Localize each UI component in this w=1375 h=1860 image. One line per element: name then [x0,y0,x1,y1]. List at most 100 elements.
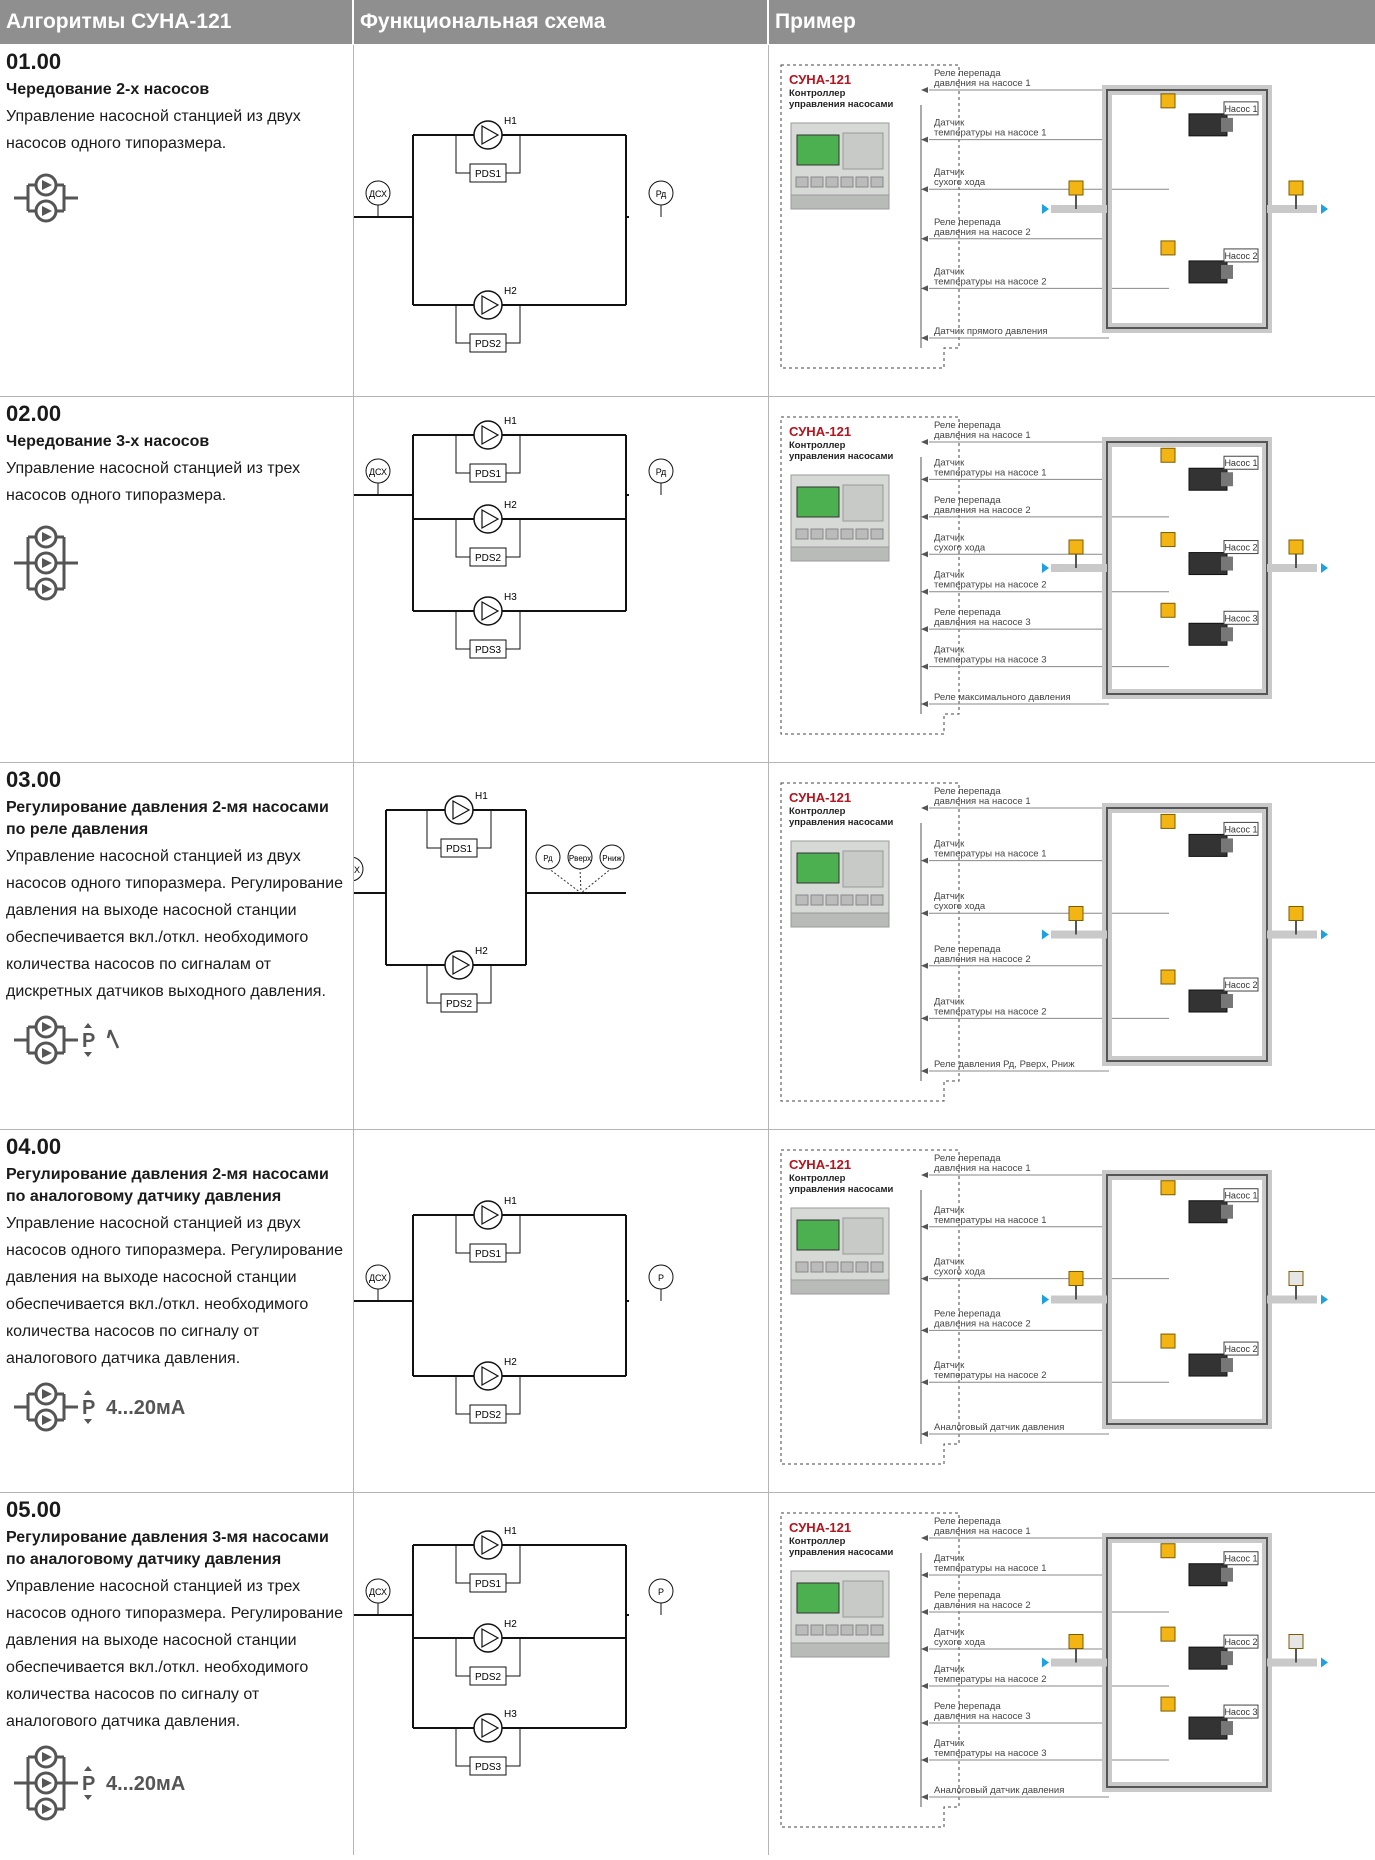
signal-label: Реле перепада [934,420,1001,431]
differential-relay-icon [1160,1696,1176,1712]
flow-arrow-icon [1321,1294,1328,1305]
pump-tag-label: Насос 3 [1224,613,1257,623]
pds-connection [506,435,521,474]
signal-label: давления на насосе 1 [934,796,1031,807]
terminal-block [795,894,809,906]
pump-triangle-icon [42,1778,52,1788]
pump-head-icon [1221,556,1233,571]
controller-display [796,1582,840,1614]
pressure-relay-icon [535,844,561,870]
pump-triangle-icon [42,1022,52,1032]
algorithm-code: 01.00 [6,49,62,74]
controller-panel [842,1217,884,1255]
signal-arrow-icon [921,588,928,595]
pds-connection [455,305,470,344]
pump-triangle-icon [481,1365,500,1387]
table-row: 01.00 Чередование 2-х насосов Управление… [0,45,1375,397]
header-functional-scheme: Функциональная схема [354,0,767,44]
differential-relay-icon [1160,93,1176,109]
controller-display [796,852,840,884]
terminal-block [855,528,869,540]
terminal-block [810,1261,824,1273]
pressure-sensor-icon [648,180,674,206]
signal-label: сухого хода [934,177,986,188]
pump-triangle-icon [481,1204,500,1226]
controller-base [790,1642,890,1658]
pump-triangle-icon [42,1048,52,1058]
signal-label: температуры на насосе 2 [934,580,1047,591]
flow-arrow-icon [344,1611,356,1619]
signal-arrow-icon [921,626,928,633]
differential-relay-icon [1160,447,1176,463]
controller-display [796,486,840,518]
signal-label: Датчик [934,1627,965,1638]
flow-arrow-icon [1042,563,1049,573]
pds-label: PDS1 [475,169,502,180]
signal-arrow-icon [921,1172,928,1178]
pressure-relay-label: Рверх [569,854,591,863]
signal-arrow-icon [921,513,928,520]
signal-arrow-icon [921,1431,928,1437]
pds-box [469,163,507,183]
pump-triangle-icon [42,1752,52,1762]
pds-connection [506,1638,521,1677]
signal-arrow-icon [921,235,928,242]
pump-icon [444,795,474,825]
pressure-sensor-icon [1288,180,1304,196]
algorithm-title: Регулирование давления 2-мя насосами по … [6,799,329,838]
signal-label: Датчик [934,532,965,543]
pump-label: Н1 [504,1526,517,1537]
signal-arrow-icon [921,1015,928,1022]
terminal-block [810,176,824,188]
terminal-block [840,528,854,540]
signal-label: давления на насосе 2 [934,505,1031,516]
pump-label: Н1 [504,1196,517,1207]
flow-arrow-icon [344,491,356,499]
pds-connection [455,1638,470,1677]
pump-tag [1223,821,1259,836]
algorithm-title: Регулирование давления 2-мя насосами по … [6,1166,329,1205]
pressure-relay-label: Рниж [602,854,622,863]
pds-label: PDS1 [475,1249,502,1260]
terminal-block [825,176,839,188]
signal-label: давления на насосе 1 [934,430,1031,441]
controller-display [796,1219,840,1251]
controller-display [796,134,840,166]
pipe-loop-edge [1106,807,1268,1062]
controller-label: управления насосами [789,99,893,110]
terminal-block [870,176,884,188]
pds-label: PDS3 [475,1762,502,1773]
pds-label: PDS2 [475,553,502,564]
controller-base [790,194,890,210]
terminal-block [840,176,854,188]
terminal-block [870,894,884,906]
pump-label: Н1 [504,416,517,427]
controller-panel [842,484,884,522]
signal-arrow-icon [921,1535,928,1541]
signal-arrow-icon [921,805,928,811]
flow-arrow-icon [1042,204,1049,214]
pump-triangle-icon [42,180,52,190]
signal-label: температуры на насосе 1 [934,1215,1047,1226]
pds-box [469,1666,507,1686]
pump-tag-label: Насос 1 [1224,824,1257,834]
terminal-block [810,528,824,540]
pressure-arrow-icon [84,1766,92,1771]
signal-label: Датчик [934,645,965,656]
header-example: Пример [769,0,1375,44]
controller-label: управления насосами [789,1184,893,1195]
dry-run-sensor-label: ДСХ [369,189,387,199]
pump-tag [1223,977,1259,992]
dry-run-sensor-icon [1068,539,1084,555]
signal-label: давления на насосе 3 [934,1711,1031,1722]
signal-label: давления на насосе 2 [934,1318,1031,1329]
pump-head-icon [1221,472,1233,487]
pump-tag-label: Насос 2 [1224,980,1257,990]
dry-run-sensor-icon [365,180,391,206]
pump-tag [1223,610,1259,625]
pds-label: PDS1 [446,844,473,855]
controller-frame [780,782,960,1102]
